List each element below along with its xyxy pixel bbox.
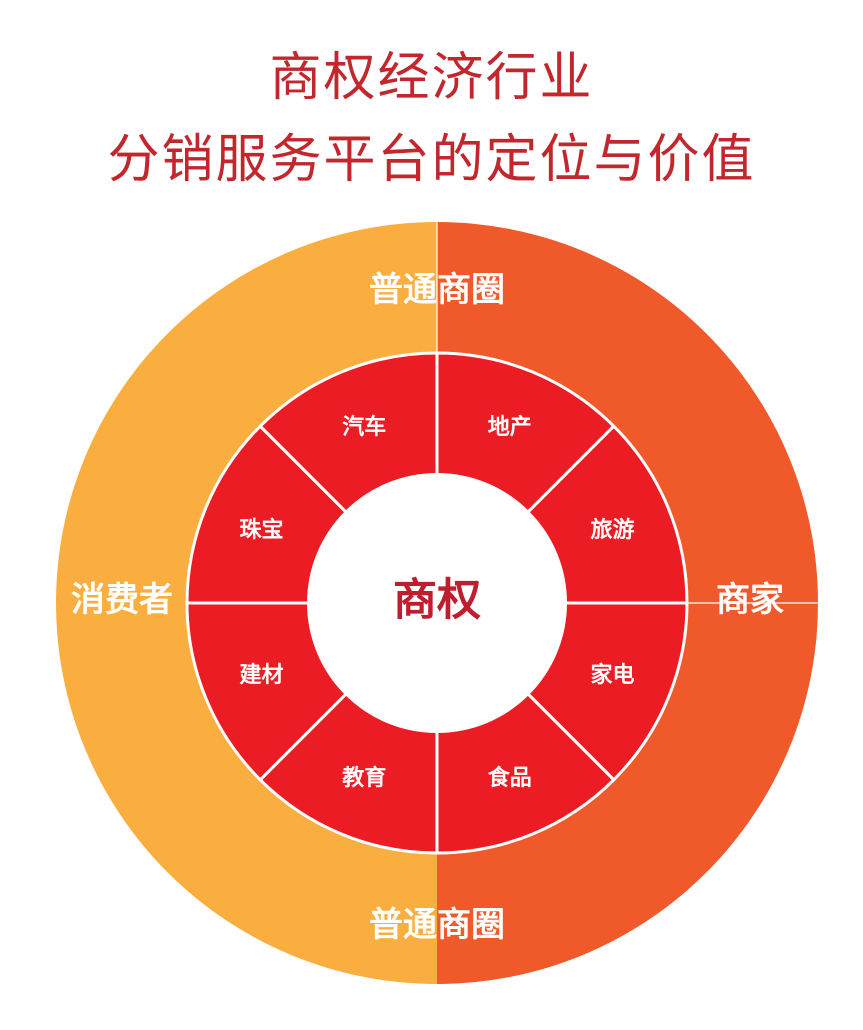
segment-label: 汽车 [342,414,386,440]
segment-label: 珠宝 [239,517,283,543]
outer-label-consumer: 消费者 [71,580,173,620]
segment-label: 地产 [488,415,532,440]
segment-label: 教育 [342,765,386,791]
outer-label-merchant: 商家 [716,580,784,620]
segment-label: 家电 [591,662,635,688]
segment-label: 食品 [488,765,532,791]
segment-label: 建材 [239,663,283,688]
title-line-1: 商权经济行业 [269,48,594,108]
outer-label-top: 普通商圈 [369,270,505,310]
center-circle [307,473,567,733]
center-label: 商权 [393,575,481,626]
segment-label: 旅游 [591,517,635,543]
title-line-2: 分销服务平台的定位与价值 [107,130,756,190]
outer-label-bottom: 普通商圈 [369,905,505,945]
